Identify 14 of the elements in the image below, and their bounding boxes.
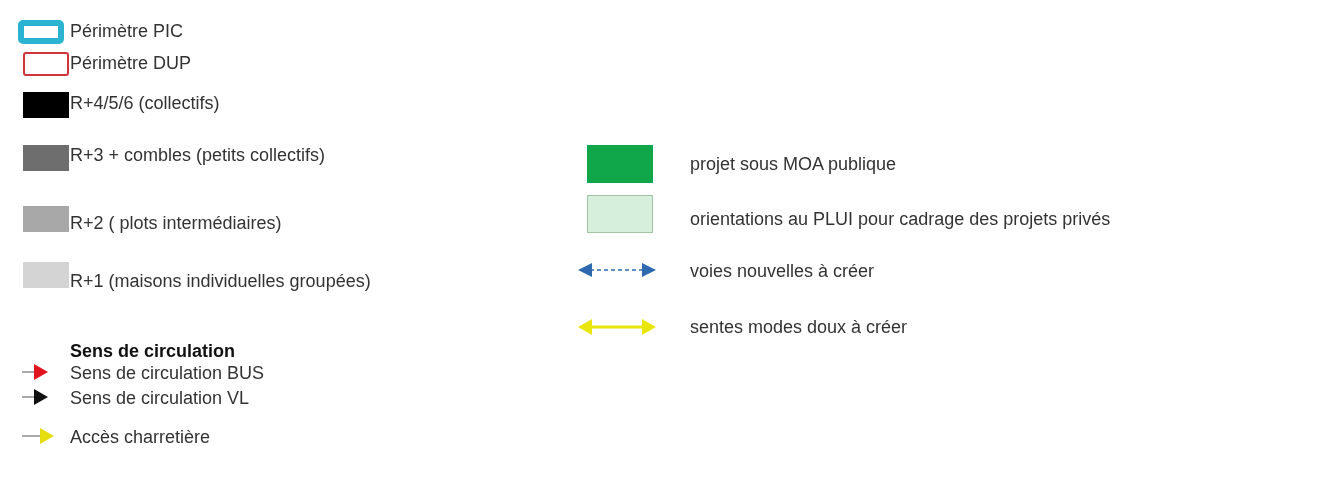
legend-heading: Sens de circulation <box>70 340 236 362</box>
legend-label: orientations au PLUI pour cadrage des projets privés <box>690 208 1111 230</box>
legend-label: Périmètre DUP <box>70 52 192 74</box>
legend-label: voies nouvelles à créer <box>690 260 875 282</box>
legend-label: projet sous MOA publique <box>690 153 897 175</box>
legend-label: R+1 (maisons individuelles groupées) <box>70 270 371 292</box>
legend-label: sentes modes doux à créer <box>690 316 908 338</box>
legend-label: R+4/5/6 (collectifs) <box>70 92 220 114</box>
legend-label: Sens de circulation BUS <box>70 362 265 384</box>
legend-label: R+2 ( plots intermédiaires) <box>70 212 282 234</box>
legend-label: Périmètre PIC <box>70 20 184 42</box>
legend-label: Accès charretière <box>70 426 211 448</box>
legend-label: R+3 + combles (petits collectifs) <box>70 144 326 166</box>
legend-label: Sens de circulation VL <box>70 387 250 409</box>
